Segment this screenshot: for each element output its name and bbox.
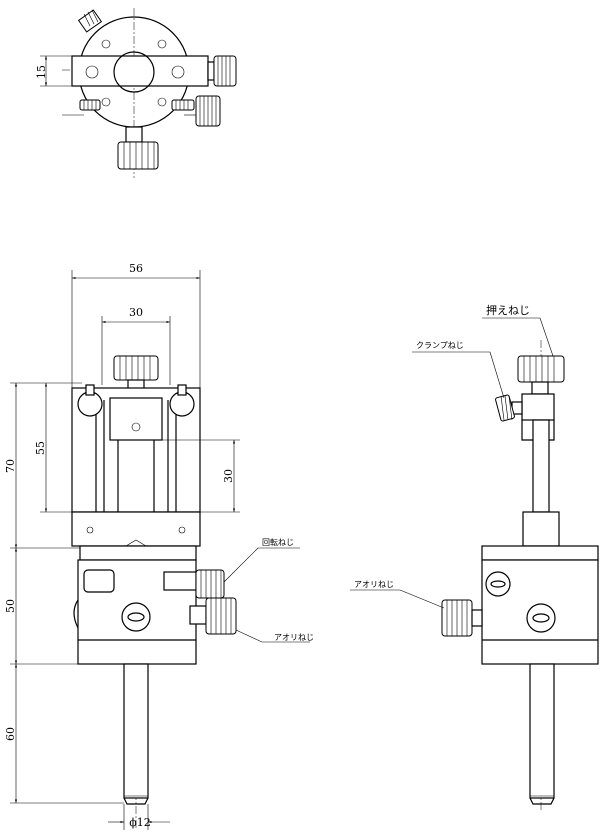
side-clamp-knob [495, 394, 523, 422]
label-tilt-screw-front-text: アオリねじ [274, 633, 314, 642]
side-center-lock-slot [532, 613, 550, 623]
label-clamp-screw: クランプねじ [412, 341, 505, 399]
front-rotation-knob [195, 569, 225, 599]
label-rotation-screw: 回転ねじ [223, 538, 300, 583]
label-push-screw: 押えねじ [482, 303, 554, 357]
front-post [123, 663, 149, 799]
dim-rail-spacing-text: 30 [129, 306, 143, 319]
side-center-lock [526, 603, 556, 633]
dim-block-height: 30 [162, 439, 240, 513]
front-post-end [123, 797, 149, 805]
top-view-bottom-stem [125, 126, 143, 143]
top-view: 15 [35, 8, 237, 178]
front-rotation-shaft [163, 571, 197, 591]
dim-post-length: 60 [4, 664, 124, 804]
front-frame-screw [86, 526, 94, 534]
side-push-screw-neck [531, 381, 549, 395]
front-center-lock-slot [127, 612, 145, 622]
side-post-end [529, 797, 555, 805]
top-view-hole [101, 97, 111, 107]
front-tilt-knob [205, 597, 237, 635]
front-view: 56 30 [4, 262, 314, 830]
dim-post-diameter: ϕ12 [108, 804, 170, 830]
label-tilt-screw-side: アオリねじ [350, 580, 445, 609]
side-view: 押えねじ クランプねじ アオリねじ [350, 303, 599, 812]
front-left-rail-cap [77, 391, 103, 417]
side-clamp-head [521, 393, 555, 421]
front-tilt-shaft [189, 605, 207, 625]
dim-post-diameter-text: ϕ12 [129, 816, 151, 829]
front-slide-block-screw [131, 422, 141, 432]
dim-upper-height-text: 70 [4, 459, 17, 473]
label-tilt-screw-front: アオリねじ [235, 629, 314, 643]
top-view-center-ring [113, 51, 155, 93]
side-upper-lock-slot [490, 580, 506, 588]
top-view-hole [85, 65, 99, 79]
front-frame-base-plate [71, 511, 201, 547]
top-view-lower-left-knob [79, 99, 101, 111]
dim-rail-spacing: 30 [101, 306, 171, 385]
dim-rail-height: 55 [34, 382, 82, 513]
top-view-right-knob [207, 55, 237, 87]
top-view-hole [101, 39, 111, 49]
label-tilt-screw-side-text: アオリねじ [354, 580, 394, 589]
dim-block-height-text: 30 [222, 469, 235, 483]
front-rotation-ring [79, 545, 197, 561]
top-view-angled-knob [77, 9, 103, 33]
front-right-rail-cap [169, 391, 195, 417]
side-push-screw-knob [517, 355, 565, 383]
dim-rail-height-text: 55 [34, 441, 47, 455]
front-right-rail-tab [177, 384, 187, 396]
label-rotation-screw-text: 回転ねじ [262, 538, 294, 547]
front-left-rail-tab [85, 384, 95, 396]
front-center-lock-outer [121, 602, 151, 632]
side-top-plate [481, 545, 599, 561]
front-left-boss-curve [73, 599, 79, 629]
dim-upper-height: 70 [4, 382, 80, 549]
top-view-lower-right-knob [171, 95, 221, 127]
label-clamp-screw-text: クランプねじ [416, 341, 464, 350]
side-base-block [481, 559, 599, 665]
side-post [529, 663, 555, 799]
top-view-horizontal-bar [71, 55, 209, 87]
dim-base-height-text: 50 [4, 599, 17, 613]
front-frame-notch [125, 539, 147, 547]
front-push-screw-knob [113, 355, 159, 391]
front-slide-block [109, 397, 163, 441]
top-view-bottom-knob [117, 141, 159, 170]
dim-post-length-text: 60 [4, 727, 17, 741]
label-push-screw-text: 押えねじ [486, 303, 530, 317]
side-upper-lock [485, 571, 511, 597]
top-view-hole [157, 39, 167, 49]
dim-base-height: 50 [4, 548, 78, 665]
side-mount-block [522, 511, 560, 547]
front-left-boss [83, 569, 115, 593]
front-frame-screw [178, 526, 186, 534]
dim-top-height-text: 15 [35, 65, 48, 79]
side-tilt-knob [441, 599, 483, 637]
dim-top-height: 15 [35, 55, 72, 87]
dim-overall-width-text: 56 [129, 262, 143, 275]
top-view-hole [157, 97, 167, 107]
side-vertical-rod [532, 419, 550, 513]
top-view-hole [171, 65, 185, 79]
